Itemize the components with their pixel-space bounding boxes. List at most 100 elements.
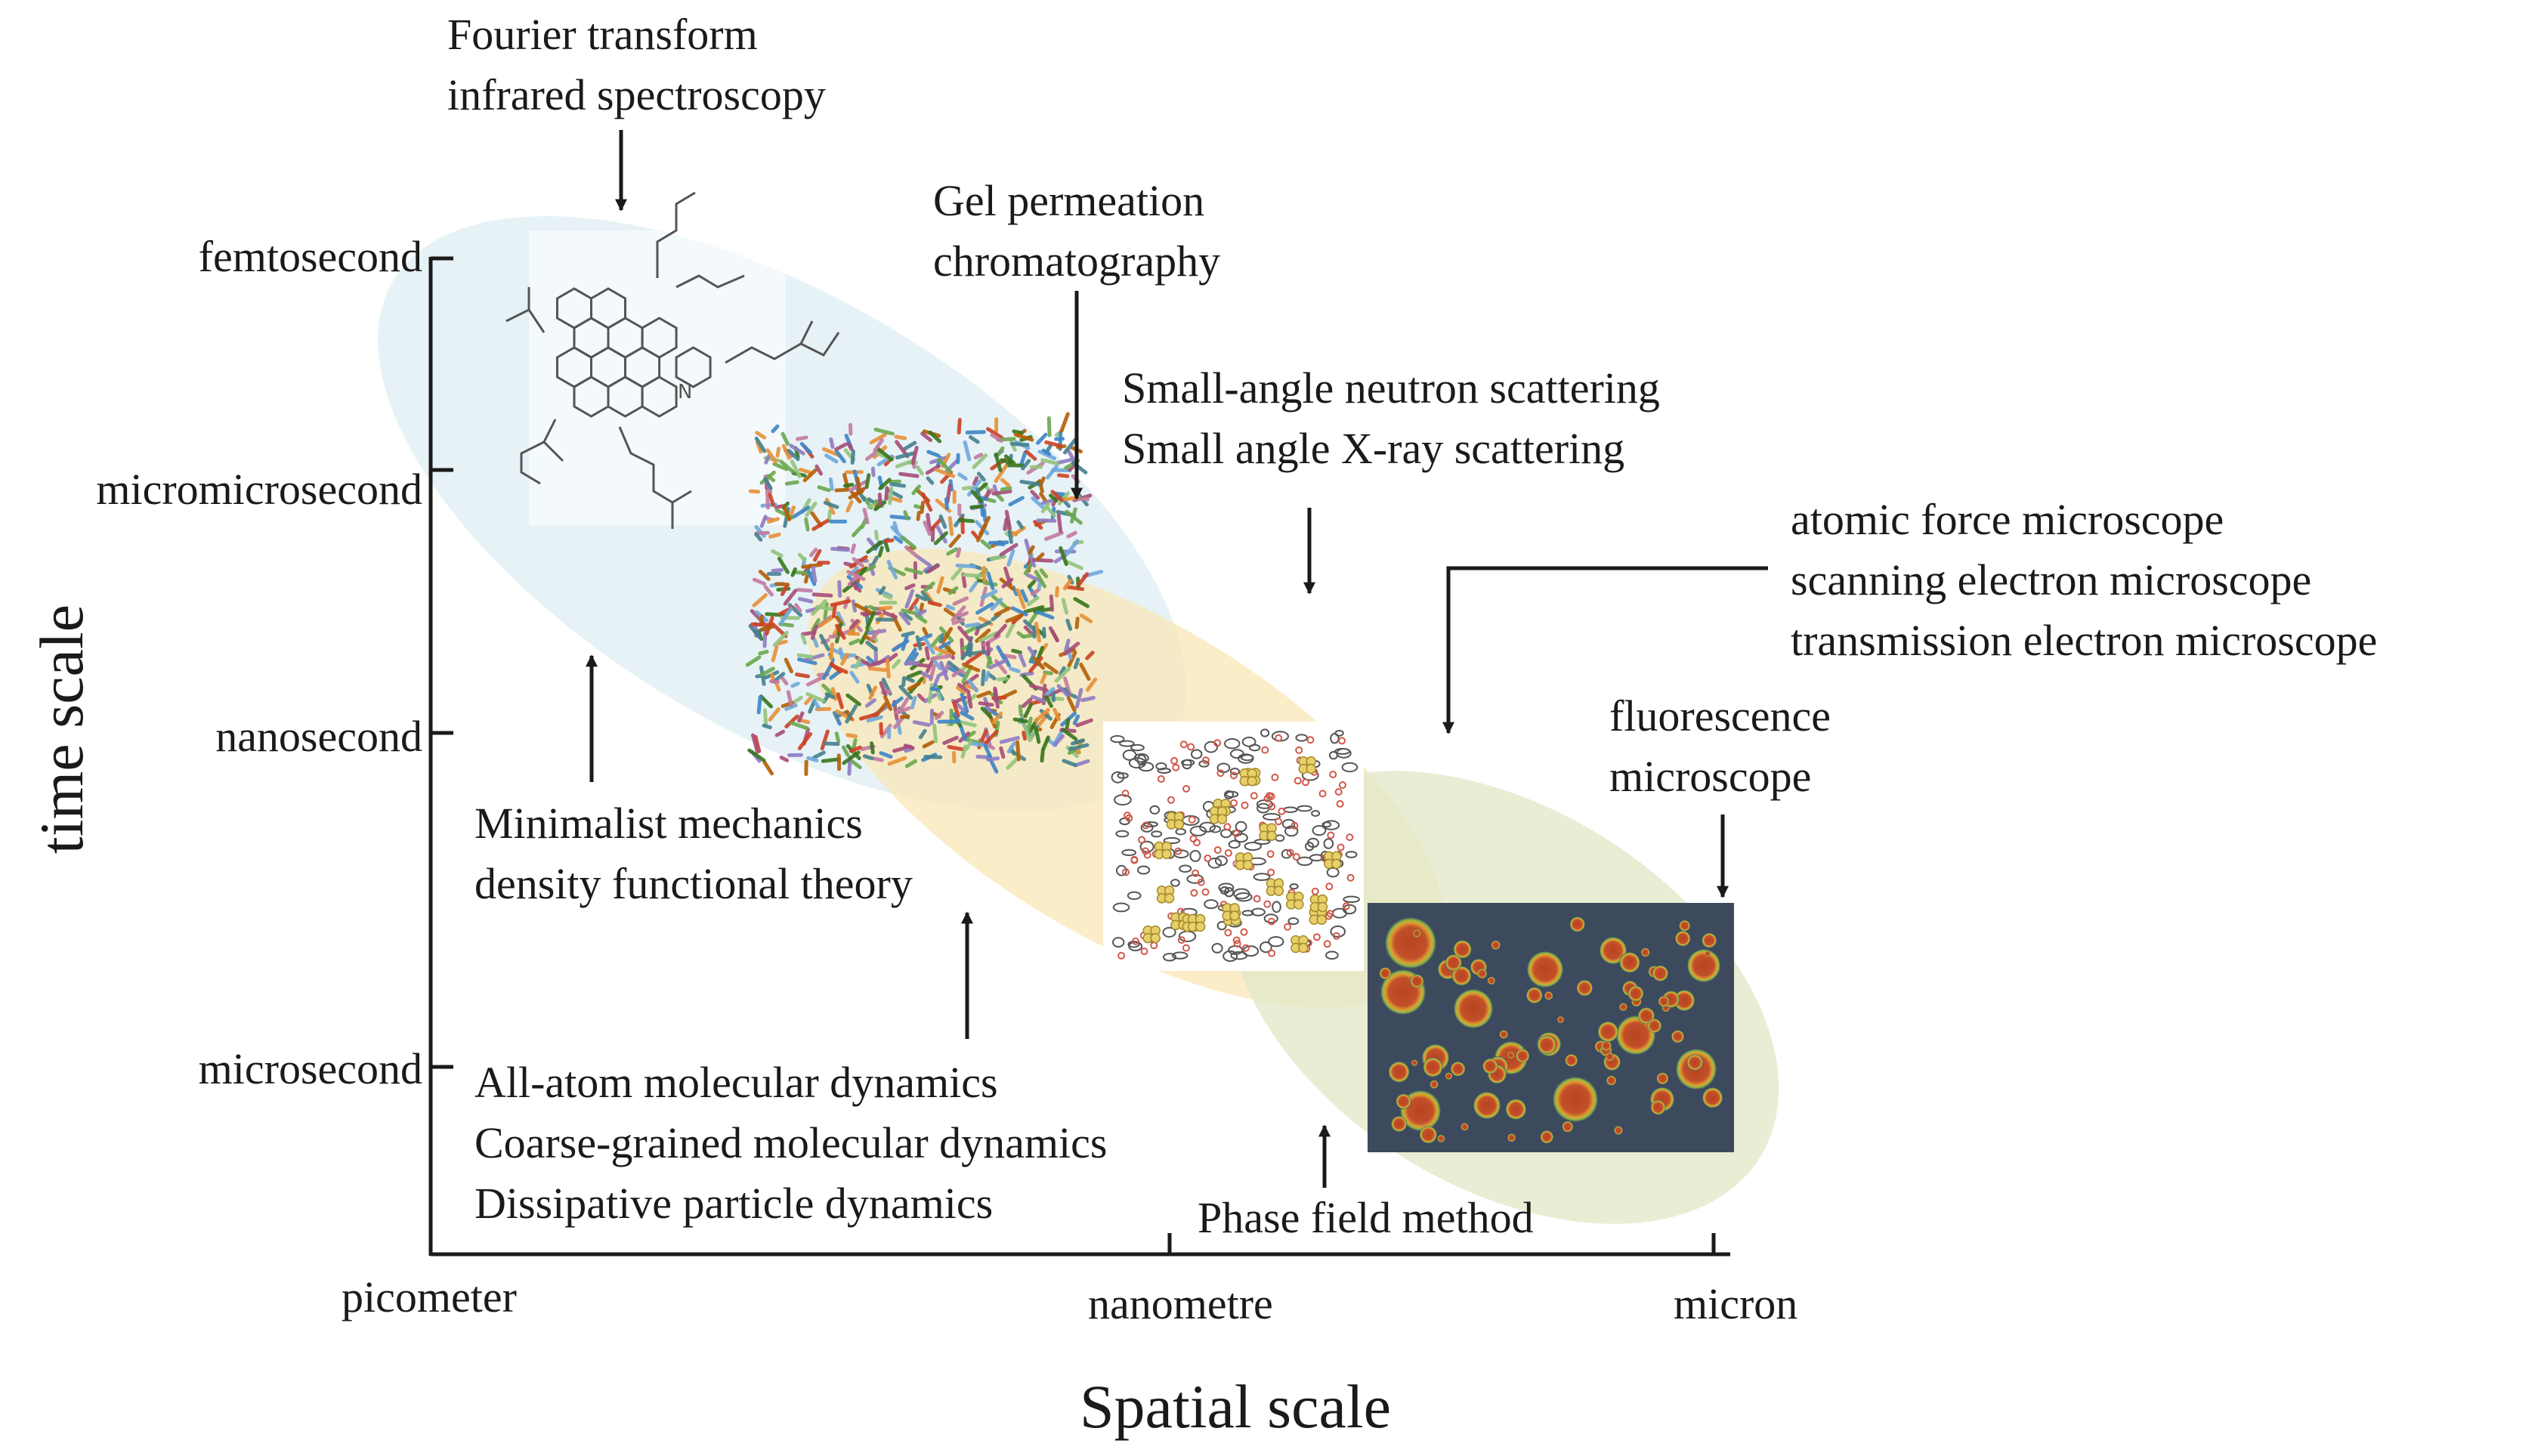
dpd-solvent [1261, 746, 1269, 754]
polymer-bead [894, 434, 907, 441]
dpd-solvent [1332, 932, 1340, 940]
polymer-bead [887, 756, 907, 766]
polymer-bead [1063, 676, 1072, 696]
polymer-bead [851, 599, 857, 613]
polymer-bead [836, 692, 844, 709]
polymer-bead [895, 459, 915, 468]
polymer-bead [1020, 589, 1029, 603]
side-chain [672, 490, 692, 504]
polymer-bead [790, 567, 797, 577]
dpd-bead [1253, 873, 1271, 881]
polymer-bead [1005, 620, 1016, 638]
polymer-bead [758, 649, 769, 656]
polymer-bead [1024, 538, 1033, 560]
polymer-bead [867, 666, 887, 672]
polymer-bead [1066, 530, 1077, 539]
polymer-bead [920, 431, 933, 443]
polymer-bead [810, 625, 818, 640]
polymer-bead [1059, 546, 1068, 567]
side-chain [505, 308, 530, 323]
polymer-bead [969, 580, 978, 593]
side-chain [618, 426, 674, 529]
dpd-solvent [1216, 769, 1225, 777]
dpd-bead [1117, 772, 1129, 779]
polymer-bead [893, 535, 904, 544]
polymer-bead [877, 492, 882, 507]
polymer-bead [811, 599, 827, 616]
polymer-bead [954, 611, 969, 620]
polymer-bead [862, 754, 874, 761]
x-tick-label-micron: micron [1674, 1279, 1798, 1328]
polymer-bead [1015, 740, 1021, 762]
dpd-bead [1127, 891, 1142, 901]
polymer-bead [965, 730, 976, 740]
polymer-bead [1079, 614, 1093, 623]
polymer-bead [1065, 718, 1071, 731]
polymer-bead [794, 672, 810, 679]
polymer-bead [1033, 657, 1045, 670]
polymer-bead [964, 622, 981, 628]
polymer-bead [870, 629, 881, 641]
polymer-bead [981, 669, 986, 687]
polymer-bead [846, 441, 854, 452]
polymer-bead [1065, 618, 1073, 631]
dpd-solvent [1121, 790, 1130, 798]
polymer-bead [904, 648, 917, 666]
polymer-bead [912, 720, 931, 727]
polymer-bead [1062, 728, 1078, 741]
polymer-bead [918, 670, 933, 680]
polymer-bead [966, 479, 982, 497]
dpd-cluster [1316, 914, 1328, 925]
polymer-bead [814, 464, 824, 476]
polymer-bead [806, 675, 824, 687]
dpd-solvent [1312, 933, 1321, 941]
polymer-bead [1044, 695, 1053, 708]
label-line: transmission electron microscope [1791, 616, 2378, 665]
polymer-bead [811, 592, 833, 598]
dpd-solvent [1267, 917, 1275, 926]
dpd-bead [1204, 740, 1219, 753]
polymer-bead [1065, 539, 1080, 556]
droplet [1453, 940, 1472, 959]
dpd-cluster [1331, 858, 1342, 870]
polymer-bead [947, 661, 960, 671]
polymer-bead [1004, 509, 1012, 531]
polymer-bead [811, 518, 830, 531]
polymer-bead [911, 484, 921, 496]
label-ftir: Fourier transform infrared spectroscopy [447, 5, 826, 125]
dpd-bead [1281, 818, 1296, 830]
polymer-bead [915, 663, 930, 668]
polymer-bead [768, 707, 780, 722]
polymer-bead [987, 672, 997, 681]
dpd-cluster [1164, 893, 1175, 904]
polymer-bead [787, 449, 800, 462]
dpd-bead [1170, 879, 1180, 887]
polymer-bead [871, 756, 884, 762]
polymer-bead [784, 480, 799, 486]
polymer-bead [1034, 570, 1047, 589]
polymer-bead [789, 444, 805, 456]
polymer-bead [759, 666, 775, 677]
droplet [1619, 952, 1640, 973]
dpd-bead [1222, 950, 1238, 963]
dpd-bead [1260, 728, 1270, 737]
polymer-bead [938, 514, 947, 529]
polymer-bead [1010, 606, 1028, 617]
polymer-bead [789, 721, 809, 731]
dpd-bead [1136, 754, 1147, 766]
polymer-bead [898, 471, 920, 478]
dpd-solvent [1130, 855, 1139, 864]
polymer-bead [922, 626, 929, 637]
label-line: All-atom molecular dynamics [474, 1058, 998, 1107]
microscopy-arrow [1442, 566, 1768, 734]
polymer-bead [1034, 707, 1050, 723]
droplet [1527, 951, 1563, 988]
label-line: Gel permeation [933, 176, 1205, 225]
polymer-bead [1065, 559, 1083, 570]
polymer-bead [945, 604, 956, 611]
polymer-bead [891, 696, 904, 707]
polymer-bead [984, 730, 999, 745]
phasefield-image [1368, 903, 1734, 1152]
dpd-solvent [1275, 734, 1283, 742]
polymer-bead [957, 719, 977, 728]
